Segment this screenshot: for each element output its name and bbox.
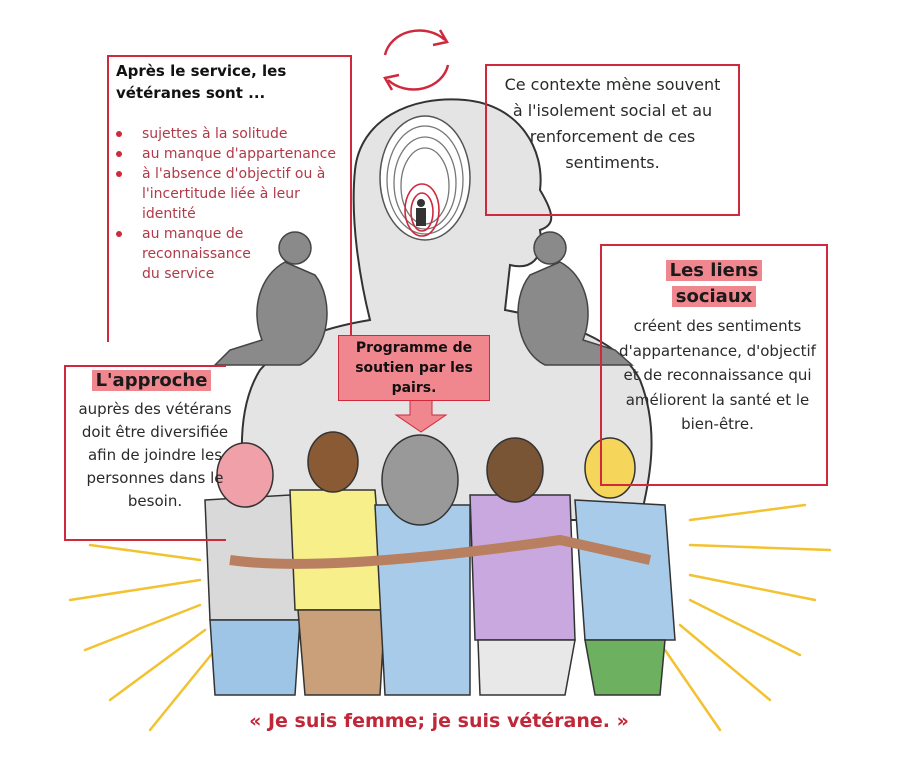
context-box: [485, 64, 740, 216]
seated-figure-right: [517, 231, 634, 366]
post-service-heading: Après le service, les vétéranes sont ...: [116, 62, 287, 102]
down-arrow-icon: [394, 399, 448, 433]
social-ties-box: [600, 244, 828, 486]
social-ties-heading-line1: Les liens: [665, 260, 763, 281]
fingerprint-icon: [379, 115, 471, 241]
list-item: sujettes à la solitude: [116, 124, 341, 144]
context-text: Ce contexte mène souvent à l'isolement s…: [504, 75, 721, 172]
social-ties-text: créent des sentiments d'appartenance, d'…: [619, 317, 816, 433]
group-of-women: [204, 431, 676, 696]
cycle-arrows-icon: [383, 29, 450, 91]
approach-heading: L'approche: [64, 370, 239, 391]
approach-heading-label: L'approche: [91, 370, 212, 391]
list-item: au manque de reconnaissance du service: [116, 224, 252, 284]
quote: « Je suis femme; je suis vétérane. »: [249, 710, 629, 732]
social-ties-heading: Les liens sociaux: [600, 258, 828, 310]
social-ties-heading-line2: sociaux: [671, 286, 757, 307]
sun-rays-left: [68, 543, 217, 732]
seated-figure-left: [213, 231, 328, 366]
peer-support-program-box: Programme de soutien par les pairs.: [338, 335, 490, 401]
post-service-box: [107, 55, 352, 342]
approach-text: auprès des vétérans doit être diversifié…: [78, 400, 232, 510]
sun-rays-right: [663, 503, 832, 732]
approach-box: [64, 365, 226, 541]
list-item: au manque d'appartenance: [116, 144, 341, 164]
post-service-list: sujettes à la solitude au manque d'appar…: [116, 124, 341, 284]
head-silhouette: [240, 98, 653, 521]
list-item: à l'absence d'objectif ou à l'incertitud…: [116, 164, 341, 224]
